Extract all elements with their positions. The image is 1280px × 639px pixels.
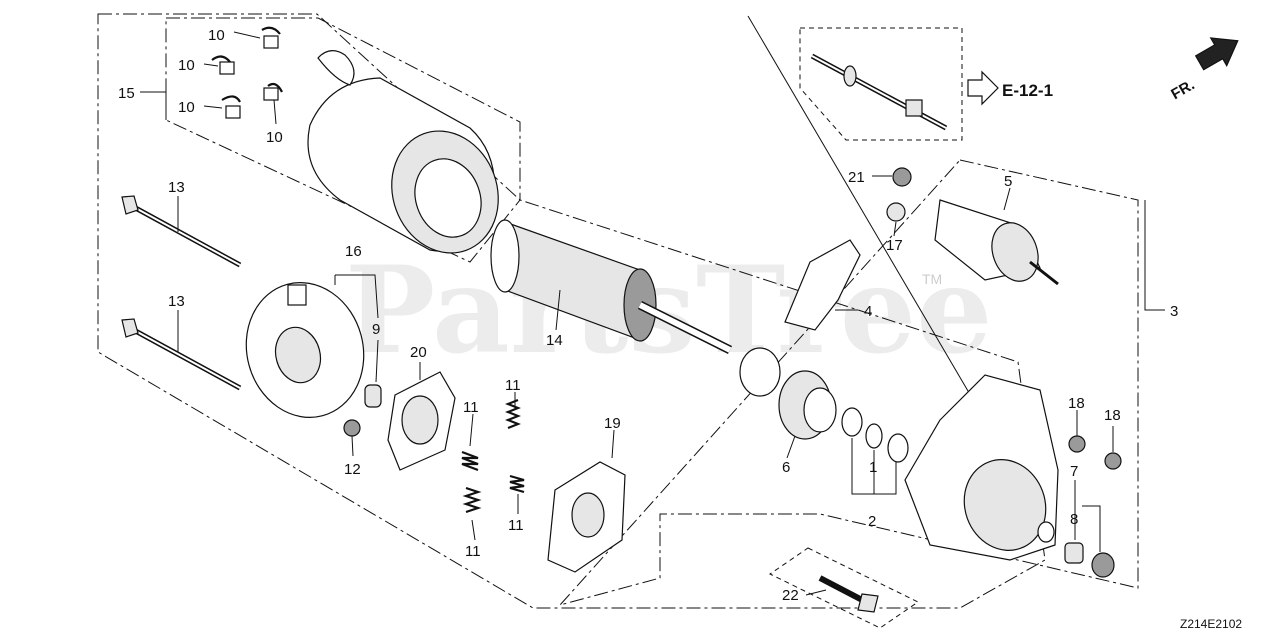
- label-part-8: 8: [1070, 511, 1078, 528]
- label-part-3: 3: [1170, 303, 1178, 320]
- bolt-reference-e-12-1: [810, 53, 948, 131]
- washer-part-17: [886, 202, 906, 222]
- yoke-part-15: [307, 50, 499, 254]
- collar-part-2: [887, 433, 909, 463]
- nut-part-18b: [1104, 452, 1122, 470]
- reference-line: [747, 15, 986, 421]
- label-part-11a: 11: [505, 377, 521, 394]
- front-direction-label: FR.: [1168, 76, 1197, 103]
- grommet-part-12: [343, 419, 361, 437]
- label-part-18a: 18: [1068, 395, 1085, 412]
- through-bolts-13: [121, 195, 242, 391]
- label-part-11d: 11: [465, 543, 481, 560]
- bushing-part-7: [1064, 542, 1084, 564]
- starter-assembly-boundary: [97, 13, 1046, 609]
- bolt-part-22: [818, 575, 879, 613]
- label-part-10b: 10: [178, 57, 195, 74]
- watermark: PartsTree: [345, 240, 992, 381]
- shift-lever-part-4: [784, 239, 861, 331]
- label-part-7: 7: [1070, 463, 1078, 480]
- rear-cover: [245, 282, 365, 418]
- springs-part-11: [461, 398, 525, 514]
- front-housing-part-3: [904, 374, 1059, 561]
- bolt-22-box: [769, 547, 919, 629]
- front-direction-indicator: [1194, 37, 1239, 71]
- stop-ring-part-2: [841, 407, 863, 437]
- label-part-17: 17: [886, 237, 903, 254]
- label-part-15: 15: [118, 85, 135, 102]
- label-part-16: 16: [345, 243, 362, 260]
- nut-part-18a: [1068, 435, 1086, 453]
- reference-arrow: [967, 70, 999, 106]
- drive-pinion-part-6: [739, 347, 837, 440]
- brush-parts-10: [211, 26, 283, 119]
- watermark-trademark: TM: [922, 271, 942, 287]
- label-part-11c: 11: [508, 517, 524, 534]
- bushing-part-9: [364, 384, 382, 408]
- snap-ring-part-1: [865, 423, 883, 449]
- label-part-4: 4: [864, 303, 872, 320]
- label-part-9: 9: [372, 321, 380, 338]
- label-part-2: 2: [868, 513, 876, 530]
- label-part-12: 12: [344, 461, 361, 478]
- housing-assembly-boundary: [558, 159, 1139, 606]
- cap-part-8: [1091, 552, 1115, 578]
- label-part-18b: 18: [1104, 407, 1121, 424]
- label-part-21: 21: [848, 169, 865, 186]
- label-part-10c: 10: [178, 99, 195, 116]
- label-part-13a: 13: [168, 179, 185, 196]
- label-part-5: 5: [1004, 173, 1012, 190]
- label-part-10d: 10: [266, 129, 283, 146]
- nut-part-21: [892, 167, 912, 187]
- label-part-6: 6: [782, 459, 790, 476]
- label-part-19: 19: [604, 415, 621, 432]
- leader-lines: [140, 31, 1165, 596]
- label-part-14: 14: [546, 332, 563, 349]
- label-part-20: 20: [410, 344, 427, 361]
- label-part-10a: 10: [208, 27, 225, 44]
- label-part-1: 1: [869, 459, 877, 476]
- label-part-22: 22: [782, 587, 799, 604]
- label-part-13b: 13: [168, 293, 185, 310]
- armature-part-14: [490, 219, 733, 355]
- reference-label: E-12-1: [1002, 81, 1053, 100]
- solenoid-part-5: [934, 199, 1059, 286]
- diagram-code: Z214E2102: [1180, 617, 1242, 631]
- label-part-11b: 11: [463, 399, 479, 416]
- yoke-assembly-boundary: [165, 17, 521, 263]
- bolt-reference-box: [799, 27, 963, 141]
